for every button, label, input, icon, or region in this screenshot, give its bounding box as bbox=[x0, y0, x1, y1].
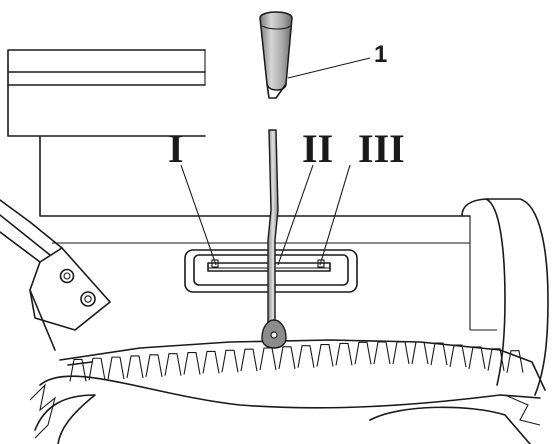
belt-tooth bbox=[355, 342, 371, 364]
toothed-belt bbox=[30, 340, 545, 444]
position-label-ii: II bbox=[302, 126, 333, 171]
callout-number: 1 bbox=[374, 41, 387, 68]
belt-tooth bbox=[374, 342, 390, 364]
belt-tooth bbox=[469, 347, 485, 369]
belt-tooth bbox=[146, 355, 162, 377]
drum-cylinder bbox=[52, 199, 548, 395]
belt-tooth bbox=[450, 345, 466, 367]
belt-tooth bbox=[279, 347, 295, 369]
position-label-i: I bbox=[168, 126, 184, 171]
belt-tooth bbox=[488, 349, 504, 371]
position-label-iii: III bbox=[358, 126, 405, 171]
belt-tooth bbox=[336, 343, 352, 365]
belt-tooth bbox=[431, 343, 447, 365]
belt-tooth bbox=[412, 342, 428, 364]
belt-tooth bbox=[317, 345, 333, 367]
belt-tooth bbox=[298, 346, 314, 368]
belt-tooth bbox=[184, 353, 200, 375]
belt-tooth bbox=[127, 356, 143, 378]
belt-tooth bbox=[393, 342, 409, 364]
belt-tooth bbox=[165, 354, 181, 376]
side-arm bbox=[0, 200, 110, 350]
lever-knob bbox=[260, 12, 292, 90]
belt-tooth bbox=[241, 349, 257, 371]
belt-tooth bbox=[260, 348, 276, 370]
belt-tooth bbox=[222, 350, 238, 372]
belt-tooth bbox=[203, 351, 219, 373]
gear-lever bbox=[260, 12, 292, 348]
belt-tooth bbox=[108, 357, 124, 379]
